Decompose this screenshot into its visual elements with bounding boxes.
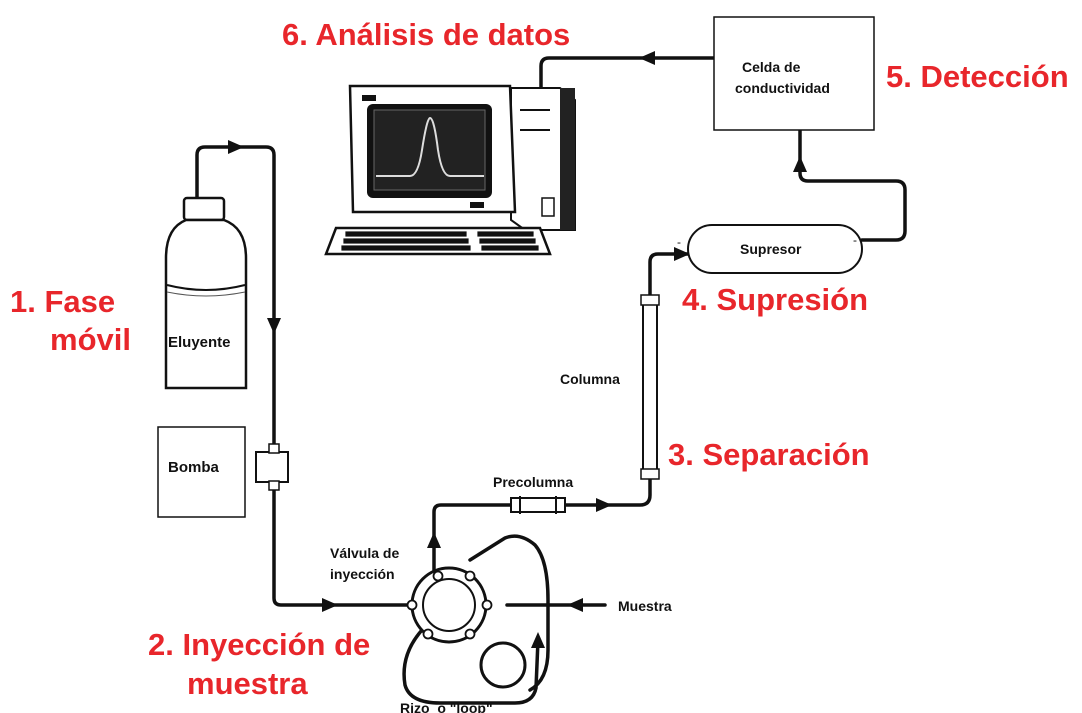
- precolumn: Precolumna: [493, 474, 573, 514]
- tube-loop-upper: [468, 534, 550, 692]
- arrow-down-tube: [267, 318, 281, 334]
- arrow-top: [228, 140, 244, 154]
- key-block: [481, 245, 539, 251]
- loop-coil: [479, 641, 527, 689]
- tower-drive: [541, 197, 555, 217]
- supresor-body: [687, 224, 863, 274]
- valve-port: [464, 628, 476, 640]
- pump-fitting-top: [268, 443, 280, 454]
- valve-port: [406, 599, 418, 611]
- celda-box: [713, 16, 875, 131]
- precolumna-label: Precolumna: [493, 474, 573, 490]
- monitor-led: [470, 202, 484, 208]
- tube-precolumn-to-column: [564, 476, 652, 507]
- arrow-supresor-in: [674, 247, 690, 261]
- valvula-label-line2: inyección: [330, 566, 395, 582]
- supresor-label: Supresor: [740, 241, 802, 257]
- injection-valve: Válvula de inyección Muestra Rizo o "loo…: [330, 545, 672, 713]
- key-block: [477, 231, 534, 237]
- pump-fitting-bottom: [268, 480, 280, 491]
- column-fitting-top: [640, 294, 660, 306]
- tube-column-to-supresor: [648, 252, 690, 297]
- columna-label: Columna: [560, 371, 620, 387]
- key-row: [341, 245, 471, 251]
- arrow-up-to-celda: [793, 156, 807, 172]
- rizo-label: Rizo o "loop": [400, 700, 493, 713]
- bomba-label: Bomba: [168, 459, 219, 476]
- valve-ports: [406, 570, 493, 640]
- valve-port: [464, 570, 476, 582]
- step-1-line1: 1. Fase: [10, 284, 115, 319]
- conductivity-cell: Celda de conductividad: [713, 16, 875, 131]
- celda-label-line2: conductividad: [735, 80, 830, 96]
- computer: [324, 84, 576, 256]
- pump-box: [157, 426, 246, 518]
- tube-celda-to-computer: [539, 56, 718, 90]
- bottle-liquid-level-2: [166, 291, 246, 297]
- step-2-line2: muestra: [187, 666, 308, 701]
- celda-label-line1: Celda de: [742, 59, 801, 75]
- supresor-sign-left: -: [677, 235, 681, 249]
- eluent-bottle: Eluyente: [164, 196, 248, 390]
- precolumn-body: [510, 497, 566, 513]
- valvula-label-line1: Válvula de: [330, 545, 399, 561]
- tubing: [195, 56, 907, 705]
- column: Columna: [560, 294, 660, 480]
- pump: Bomba: [157, 426, 289, 518]
- pump-head: [255, 451, 289, 483]
- column-fitting-bottom: [640, 468, 660, 480]
- keyboard-keys: [341, 231, 539, 251]
- arrow-precolumn-out: [596, 498, 612, 512]
- tube-supresor-to-celda: [798, 128, 907, 242]
- step-labels: 1. Fase móvil 2. Inyección de muestra 3.…: [10, 17, 1069, 701]
- tube-valve-to-precolumn: [432, 503, 512, 580]
- tower-side: [560, 88, 575, 230]
- arrow-into-valve: [322, 598, 338, 612]
- valve-port: [422, 628, 434, 640]
- arrow-muestra-in: [567, 598, 583, 612]
- key-row: [343, 238, 469, 244]
- tube-pump-to-valve: [272, 486, 414, 607]
- key-row: [345, 231, 467, 237]
- valve-port: [481, 599, 493, 611]
- step-6: 6. Análisis de datos: [282, 17, 570, 52]
- arrow-up-from-valve: [427, 532, 441, 548]
- valve-inner: [422, 578, 476, 632]
- bottle-body: [164, 218, 248, 390]
- valve-port: [432, 570, 444, 582]
- tube-loop: [402, 628, 540, 705]
- step-2-line1: 2. Inyección de: [148, 627, 370, 662]
- monitor-screen-inner: [373, 109, 486, 191]
- column-body: [642, 299, 658, 477]
- chromatogram-peak: [376, 116, 484, 177]
- supresor-sign-right: -: [853, 233, 857, 247]
- bottle-liquid-level: [166, 284, 246, 291]
- arrow-to-computer: [639, 51, 655, 65]
- supresor: Supresor - -: [677, 224, 863, 274]
- eluyente-label: Eluyente: [168, 334, 231, 351]
- key-block: [479, 238, 536, 244]
- muestra-label: Muestra: [618, 598, 672, 614]
- bottle-cap: [182, 196, 226, 222]
- flow-arrows: [228, 51, 807, 648]
- monitor-badge: [362, 95, 376, 101]
- arrow-loop-up: [531, 632, 545, 648]
- step-5: 5. Detección: [886, 59, 1069, 94]
- step-3: 3. Separación: [668, 437, 870, 472]
- step-1-line2: móvil: [50, 322, 131, 357]
- step-4: 4. Supresión: [682, 282, 868, 317]
